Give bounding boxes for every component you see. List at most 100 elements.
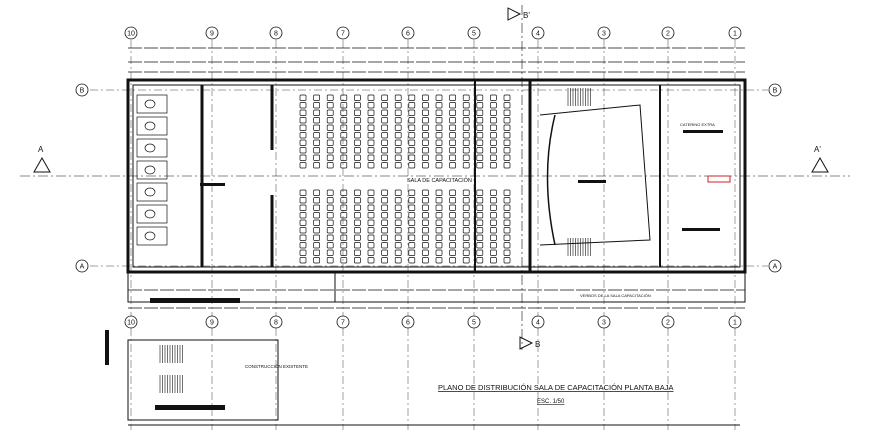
seat xyxy=(408,162,416,169)
seat xyxy=(299,234,307,241)
seat xyxy=(435,162,443,169)
seat xyxy=(490,102,497,109)
seat xyxy=(367,257,375,264)
seat xyxy=(326,212,334,219)
seat xyxy=(313,162,320,169)
axis-label: 4 xyxy=(536,320,540,327)
seat xyxy=(381,102,388,109)
section-label-bottom: B xyxy=(535,340,540,349)
seat xyxy=(299,204,307,211)
seat xyxy=(394,242,402,249)
seat xyxy=(313,197,320,204)
seat xyxy=(503,227,511,234)
seat xyxy=(313,132,320,139)
seat xyxy=(435,249,443,256)
section-mark-bottom: B xyxy=(519,336,540,350)
drawing-scale: ESC. 1/50 xyxy=(537,399,565,405)
seat xyxy=(313,227,320,234)
axis-marker-B: B xyxy=(75,83,89,97)
seat xyxy=(503,132,511,139)
seat xyxy=(326,162,334,169)
seat xyxy=(326,124,334,131)
seat xyxy=(326,154,334,161)
seat xyxy=(381,117,388,124)
seat xyxy=(299,94,307,101)
seat xyxy=(354,132,361,139)
seat xyxy=(299,139,307,146)
seat xyxy=(422,124,429,131)
seat xyxy=(326,117,334,124)
seat xyxy=(340,257,348,264)
seat xyxy=(394,154,402,161)
seat xyxy=(299,197,307,204)
seat xyxy=(394,162,402,169)
seat xyxy=(313,147,320,154)
seat xyxy=(299,189,307,196)
seat xyxy=(503,109,511,116)
seat xyxy=(490,249,497,256)
seat xyxy=(408,242,416,249)
seat xyxy=(408,94,416,101)
axis-marker-B: B xyxy=(768,83,782,97)
section-mark-top: B' xyxy=(507,7,530,21)
seat xyxy=(354,162,361,169)
axis-label: 10 xyxy=(127,320,135,327)
seat xyxy=(367,109,375,116)
seat xyxy=(354,147,361,154)
seat xyxy=(381,204,388,211)
seat xyxy=(462,102,470,109)
seat xyxy=(394,234,402,241)
seat xyxy=(299,132,307,139)
seat xyxy=(476,102,484,109)
axis-marker-A: A xyxy=(768,259,782,273)
seat xyxy=(462,162,470,169)
axis-label: 2 xyxy=(666,31,670,38)
seat xyxy=(503,242,511,249)
seat xyxy=(326,242,334,249)
seat xyxy=(408,109,416,116)
seat xyxy=(381,219,388,226)
seat xyxy=(462,212,470,219)
seat xyxy=(503,147,511,154)
seat xyxy=(503,189,511,196)
seat xyxy=(326,189,334,196)
toilet-icon xyxy=(144,187,156,197)
seat xyxy=(435,257,443,264)
axis-label: 3 xyxy=(602,31,606,38)
seat xyxy=(326,139,334,146)
seat xyxy=(340,212,348,219)
seat xyxy=(354,109,361,116)
seat xyxy=(313,109,320,116)
seat xyxy=(422,257,429,264)
seat xyxy=(435,204,443,211)
room-label-existing: CONSTRUCCIÓN EXISTENTE xyxy=(245,363,308,369)
seat xyxy=(394,204,402,211)
seat xyxy=(408,257,416,264)
seat xyxy=(408,189,416,196)
seat xyxy=(326,219,334,226)
seat xyxy=(503,139,511,146)
seat xyxy=(326,197,334,204)
toilet-icon xyxy=(144,99,156,109)
seat xyxy=(313,139,320,146)
seat xyxy=(326,227,334,234)
seat xyxy=(449,102,456,109)
axis-marker-4: 4 xyxy=(531,315,545,329)
section-label-right: A' xyxy=(814,145,821,154)
axis-label: 6 xyxy=(406,320,410,327)
section-mark-right: A' xyxy=(811,145,829,173)
seat xyxy=(449,242,456,249)
seat xyxy=(354,249,361,256)
seat xyxy=(299,212,307,219)
seat xyxy=(476,204,484,211)
seat xyxy=(503,234,511,241)
axis-marker-9: 9 xyxy=(205,26,219,40)
axis-marker-3: 3 xyxy=(597,315,611,329)
axis-label: 4 xyxy=(536,31,540,38)
seat xyxy=(340,124,348,131)
axis-marker-6: 6 xyxy=(401,315,415,329)
section-label-left: A xyxy=(38,145,44,154)
axis-marker-8: 8 xyxy=(269,315,283,329)
seat xyxy=(490,147,497,154)
